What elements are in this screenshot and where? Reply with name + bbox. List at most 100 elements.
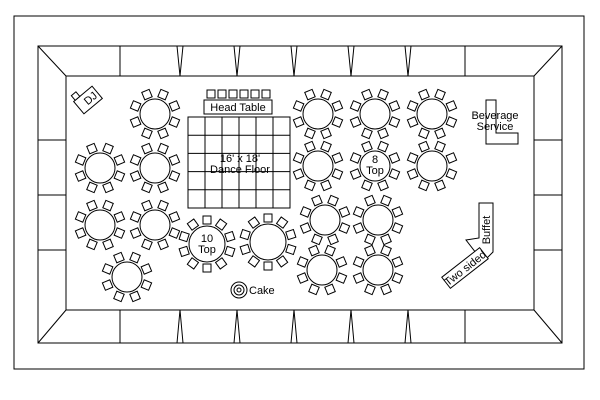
table-chair [331,100,344,112]
round-table [349,140,401,192]
table-chair [157,238,169,251]
table-top [84,152,116,184]
table-chair [224,245,236,258]
table-chair [327,194,339,207]
table-chair [168,170,181,182]
table-top [111,261,143,293]
table-chair [445,116,458,128]
table-chair [361,179,373,192]
beverage-label-line2: Service [477,121,514,133]
table-chair [445,152,458,164]
table-chair [320,127,332,140]
round-table [352,244,404,296]
table-chair [418,140,430,153]
outer-border [13,15,585,370]
table-chair [388,116,401,128]
buffet-label: Buffet [481,216,493,245]
table-top [416,98,448,130]
round-table [239,213,297,271]
table-chair [202,263,212,273]
table-chair [349,100,362,112]
table-chair [186,257,200,270]
tent-pole-markers [119,45,466,344]
head-table-chair [228,89,238,99]
tent-inner-edge [65,75,535,311]
table-chair [349,152,362,164]
table-chair [292,152,305,164]
round-table [292,140,344,192]
round-table [406,88,458,140]
table-top [249,223,287,261]
table-top [139,98,171,130]
table-chair [129,116,142,128]
table-chair [292,100,305,112]
table-chair [102,142,114,155]
head-table-chair [206,89,216,99]
table-chair [239,243,251,256]
table-chair [324,283,336,296]
table-chair [352,272,365,284]
table-chair [275,255,289,268]
head-table-label: Head Table [210,102,265,114]
tent-pole-marker [233,309,241,344]
table-chair [299,222,312,234]
table-chair [285,228,297,241]
table-chair [335,256,348,268]
table-chair [388,100,401,112]
table-chair [157,181,169,194]
table-chair [320,140,332,153]
table-chair [129,251,141,264]
table-chair [186,218,200,231]
table-chair [157,199,169,212]
table-chair [247,255,261,268]
table-chair [102,238,114,251]
table-chair [129,227,142,239]
table-top [84,209,116,241]
round-table [74,199,126,251]
table-top [302,150,334,182]
table-chair [434,127,446,140]
table-chair [292,116,305,128]
table-chair [247,216,261,229]
table-chair [311,233,323,246]
tent-side-stakes [38,139,562,251]
beverage-label-line1: Beverage [471,110,518,122]
table-chair [168,154,181,166]
table-chair [74,170,87,182]
table-chair [157,142,169,155]
head-table-chair [217,89,227,99]
guest-tables [74,88,458,303]
table-chair [391,222,404,234]
table-chair [140,263,153,275]
table-chair [406,152,419,164]
table-top [416,150,448,182]
table-top [139,152,171,184]
ten-top-label: Top [198,244,216,256]
table-chair [129,154,142,166]
table-top [188,225,226,263]
table-top [359,98,391,130]
tent-pole-marker [404,45,412,77]
table-chair [86,142,98,155]
head-table-chairs [206,89,271,99]
table-chair [113,290,125,303]
table-chair [275,216,289,229]
table-chair [331,152,344,164]
table-chair [352,256,365,268]
two-sided-label: Two sided [442,249,488,289]
table-chair [141,142,153,155]
dance-floor-name-label: Dance Floor [210,164,270,176]
table-chair [308,244,320,257]
head-table-chair [261,89,271,99]
table-chair [102,181,114,194]
table-chair [299,206,312,218]
two-sided-buffet: Two sided [441,247,489,289]
table-chair [129,211,142,223]
table-chair [304,127,316,140]
table-chair [141,238,153,251]
round-table [178,215,236,273]
table-chair [74,227,87,239]
table-chair [168,116,181,128]
table-chair [141,88,153,101]
table-chair [388,168,401,180]
